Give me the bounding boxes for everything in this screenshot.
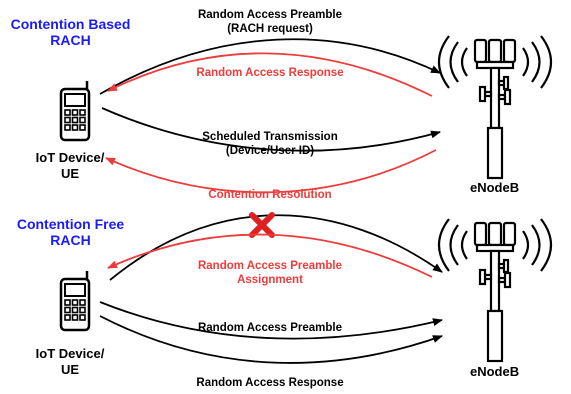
- random-access-response-arrow: [107, 52, 433, 97]
- cf-random-access-preamble-label: Random Access Preamble: [197, 322, 343, 334]
- contention-free-title: Contention Free RACH: [16, 216, 125, 248]
- enodeb-label: eNodeB: [470, 364, 520, 379]
- iot-device-icon: [59, 270, 91, 332]
- enodeb-label: eNodeB: [470, 180, 520, 195]
- iot-device-icon: [59, 80, 91, 142]
- contention-based-title: Contention Based RACH: [10, 16, 131, 48]
- cf-random-access-response-label: Random Access Response: [196, 377, 344, 389]
- enodeb-tower-icon: [437, 217, 553, 363]
- cf-random-access-response-arrow: [99, 315, 443, 364]
- scheduled-transmission-arrow: [101, 107, 441, 152]
- random-access-preamble-assignment-label: Random Access Preamble Assignment: [197, 260, 343, 286]
- scheduled-transmission-label: Scheduled Transmission (Device/User ID): [202, 131, 338, 157]
- random-access-preamble-assignment-arrow: [109, 214, 443, 281]
- random-access-response-label: Random Access Response: [196, 67, 344, 79]
- enodeb-tower-icon: [437, 34, 553, 180]
- cf-random-access-preamble-arrow: [99, 301, 443, 340]
- random-access-preamble-arrow: [99, 38, 441, 95]
- contention-resolution-arrow: [105, 149, 437, 194]
- red-x-icon: [249, 212, 275, 238]
- iot-device-label: IoT Device/ UE: [35, 346, 105, 377]
- contention-resolution-label: Contention Resolution: [208, 189, 332, 201]
- assignment-response-arrow: [107, 233, 433, 278]
- iot-device-label: IoT Device/ UE: [35, 150, 105, 181]
- random-access-preamble-label: Random Access Preamble (RACH request): [197, 9, 343, 35]
